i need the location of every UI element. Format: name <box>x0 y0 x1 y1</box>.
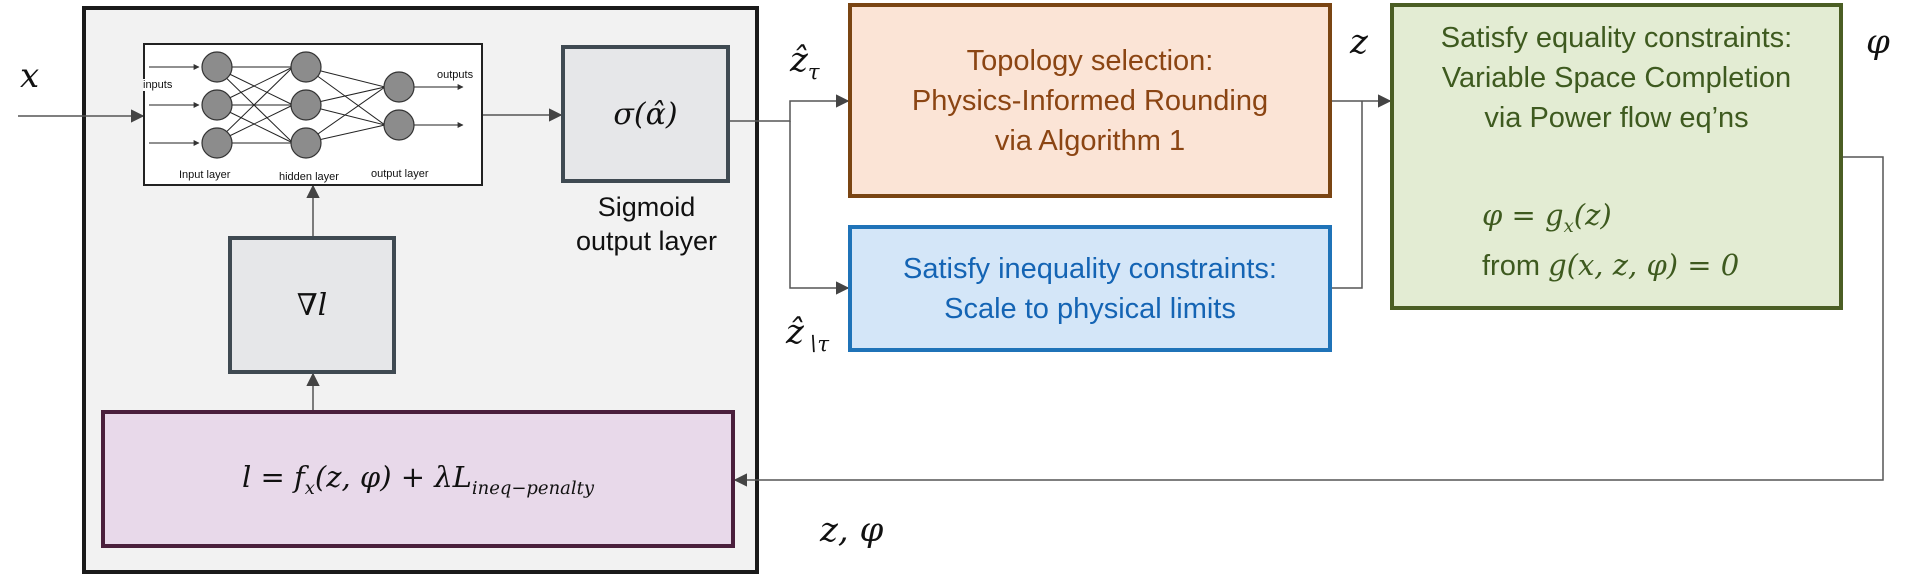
equality-eq1: φ = gx(z) <box>1482 196 1739 246</box>
loss-mid: (z, φ) + λL <box>314 459 472 494</box>
neural-network-icon <box>149 51 464 159</box>
sigmoid-to-topology-arrow <box>730 94 850 122</box>
loss-box: l = fx(z, φ) + λLineq−penalty <box>101 410 735 548</box>
sigmoid-caption: Sigmoid output layer <box>562 190 731 258</box>
equality-equations: φ = gx(z) from g(x, z, φ) = 0 <box>1482 196 1739 285</box>
eq2-prefix: from <box>1482 249 1549 282</box>
equality-line1: Satisfy equality constraints: <box>1440 22 1793 55</box>
topology-line2: Physics-Informed Rounding <box>911 84 1269 117</box>
nn-inputs-label: inputs <box>143 79 173 91</box>
z-hat-not-tau-label: ẑ∖τ <box>786 312 829 356</box>
loss-sub-penalty: ineq−penalty <box>471 477 594 499</box>
z-hat-not-tau-sub: ∖τ <box>803 330 830 356</box>
z-hat-not-tau-base: ẑ <box>786 312 804 352</box>
loss-sub-x: x <box>304 477 315 499</box>
nn-outputs-label: outputs <box>437 69 474 81</box>
loss-lhs: l = f <box>242 459 305 494</box>
inequality-constraints-box: Satisfy inequality constraints: Scale to… <box>848 225 1332 352</box>
z-hat-tau-sub: τ <box>807 58 820 84</box>
sigmoid-box: σ(α̂) <box>561 45 730 183</box>
gradient-box: ∇l <box>228 236 396 374</box>
inequality-to-equality-line <box>1332 101 1363 289</box>
equality-eq2: from g(x, z, φ) = 0 <box>1482 246 1739 285</box>
input-x-label: x <box>20 56 40 96</box>
topology-selection-box: Topology selection: Physics-Informed Rou… <box>848 3 1332 198</box>
equality-line3: via Power flow eq’ns <box>1484 102 1749 135</box>
sigmoid-to-inequality-arrow <box>789 121 850 295</box>
eq1-lhs: φ = g <box>1482 198 1564 233</box>
nn-input-layer-label: Input layer <box>179 169 231 181</box>
feedback-arrow <box>733 156 1884 487</box>
eq1-sub: x <box>1563 215 1574 237</box>
equality-title: Satisfy equality constraints: Variable S… <box>1441 18 1792 138</box>
inequality-line2: Scale to physical limits <box>944 292 1236 325</box>
sigmoid-formula: σ(α̂) <box>613 96 678 132</box>
nn-hidden-layer-label: hidden layer <box>279 171 339 183</box>
nn-output-layer-label: output layer <box>371 168 429 180</box>
equality-constraints-box: Satisfy equality constraints: Variable S… <box>1390 3 1843 310</box>
z-hat-tau-base: ẑ <box>790 40 808 80</box>
gradient-formula: ∇l <box>296 287 328 323</box>
feedback-label: z, φ <box>820 510 884 550</box>
sigmoid-caption-line2: output layer <box>575 226 718 256</box>
equality-line2: Variable Space Completion <box>1441 62 1792 95</box>
topology-line1: Topology selection: <box>966 44 1214 77</box>
neural-network-box: inputs outputs Input layer hidden layer … <box>143 43 483 186</box>
eq2-formula: g(x, z, φ) = 0 <box>1548 247 1740 282</box>
sigmoid-caption-line1: Sigmoid <box>597 192 696 222</box>
loss-formula: l = fx(z, φ) + λLineq−penalty <box>242 460 594 499</box>
eq1-rhs: (z) <box>1573 198 1612 233</box>
topology-line3: via Algorithm 1 <box>994 124 1186 157</box>
inequality-line1: Satisfy inequality constraints: <box>903 252 1277 285</box>
phi-label: φ <box>1866 22 1890 62</box>
z-label: z <box>1350 22 1368 62</box>
z-hat-tau-label: ẑτ <box>790 40 820 84</box>
